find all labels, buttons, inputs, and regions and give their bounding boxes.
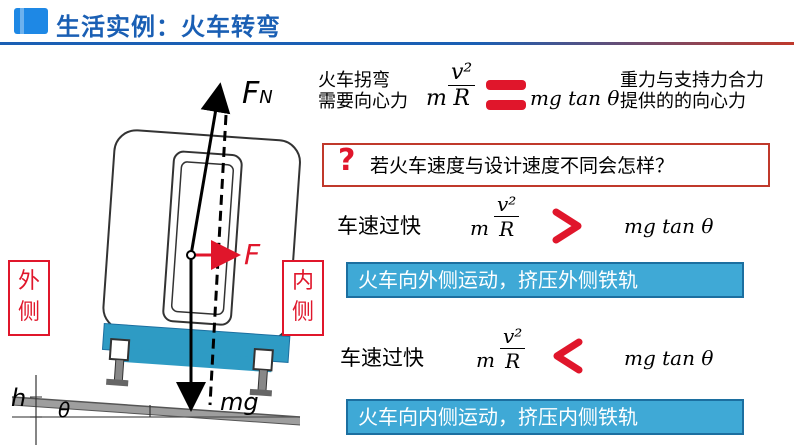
label-fn: FN (242, 76, 273, 111)
train-body (101, 129, 301, 397)
formula-top-rhs: mg tan θ (530, 86, 620, 110)
formula-top-m: m (426, 86, 447, 111)
case-fast-m: m (470, 216, 489, 240)
label-mg: mg (220, 388, 259, 416)
case-fast-fraction: v² R (494, 192, 520, 241)
case-slow-rhs: mg tan θ (624, 346, 714, 370)
track-slope (10, 375, 301, 445)
case-fast-label: 车速过快 (337, 214, 421, 238)
header-divider (0, 42, 794, 45)
normal-force-arrow (189, 82, 231, 256)
greater-than-sign (552, 208, 582, 244)
outer-side-label: 外侧 (8, 260, 50, 336)
formula-top-fraction: v² R (448, 60, 476, 111)
label-theta: θ (58, 398, 71, 422)
equals-sign (486, 80, 526, 110)
case-fast-result: 火车向外侧运动，挤压外侧铁轨 (346, 262, 744, 298)
label-f: F (244, 238, 261, 271)
case-fast-rhs: mg tan θ (624, 214, 714, 238)
gravity-support-text: 重力与支持力合力 提供的的向心力 (620, 70, 764, 112)
page-title: 生活实例：火车转弯 (56, 13, 281, 41)
question-text: 若火车速度与设计速度不同会怎样？ (370, 155, 675, 177)
case-slow-result: 火车向内侧运动，挤压内侧铁轨 (346, 399, 744, 435)
label-h: h (11, 384, 27, 412)
centripetal-need-text: 火车拐弯 需要向心力 (318, 70, 408, 112)
header-tab-icon (14, 8, 48, 34)
case-slow-label: 车速过快 (340, 346, 424, 370)
question-mark-icon: ? (338, 143, 356, 178)
center-point (186, 250, 196, 260)
less-than-sign (553, 338, 583, 374)
inner-side-label: 内侧 (282, 260, 324, 336)
case-slow-fraction: v² R (500, 324, 526, 373)
header-bar: 生活实例：火车转弯 (0, 0, 794, 42)
case-slow-m: m (476, 348, 495, 372)
question-box (322, 143, 770, 187)
train-diagram (10, 82, 301, 445)
